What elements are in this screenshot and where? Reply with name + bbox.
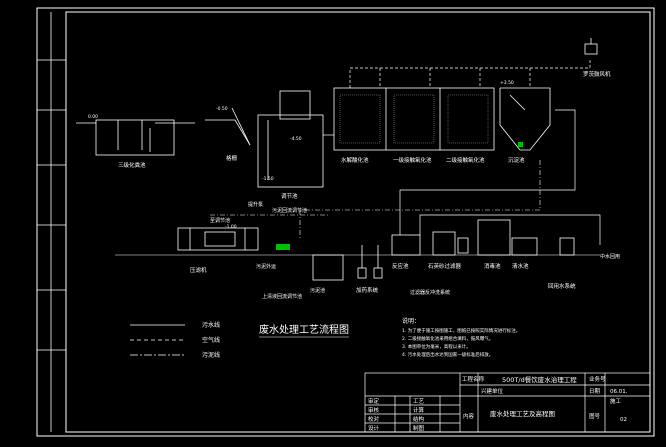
legend-sewage: 污水线	[202, 321, 220, 329]
tb-role-5: 工艺	[413, 398, 425, 405]
reaction-tank	[391, 234, 421, 256]
tb-sheet-label: 图号	[589, 412, 601, 420]
grille	[205, 107, 251, 146]
outer-frame	[36, 7, 655, 437]
sedimentation-label: 沉淀池	[508, 156, 525, 164]
elev-tag-1: 0.00	[88, 114, 98, 120]
regulating-tank-label: 调节池	[281, 192, 298, 200]
sludge-pipeline	[210, 160, 541, 240]
title-block-text: 工程名称 500T/d餐饮废水治理工程 业务号 日期 06.01. 兴建单位 施…	[368, 375, 628, 432]
elev-tag-3: -0.50	[216, 106, 228, 112]
elev-tag-2: -4.50	[290, 136, 302, 142]
filter-press	[177, 227, 259, 251]
tb-design-unit: 兴建单位	[481, 387, 504, 395]
tb-content: 废水处理工艺及高程图	[490, 409, 555, 418]
dosing-system	[357, 245, 383, 279]
legend: 污水线 空气线 污泥线	[130, 321, 220, 359]
hydrolysis-label: 水解酸化池	[341, 156, 369, 164]
dosing-label: 加药系统	[356, 286, 379, 294]
blower-label: 罗茨鼓风机	[583, 70, 611, 78]
lift-pump-label: 提升泵	[248, 201, 263, 208]
sludge-out-label: 污泥外运	[256, 263, 276, 270]
oxidation-1-label: 一级接触氧化池	[393, 156, 432, 164]
media-packing	[339, 94, 489, 144]
septic-tank-label: 三级化粪池	[118, 161, 146, 169]
reuse-system	[559, 237, 575, 256]
supernatant-label: 上清液回流调节池	[262, 293, 302, 300]
sedimentation-tank	[499, 87, 551, 151]
roots-blower	[584, 38, 598, 55]
tb-sheet: 02	[620, 417, 627, 423]
sewage-pipeline	[323, 109, 601, 245]
title-block	[364, 372, 651, 433]
notes-heading: 说明：	[402, 317, 420, 325]
tb-role-1: 审定	[368, 397, 380, 405]
inner-frame	[65, 11, 651, 433]
left-binding-strip	[37, 12, 66, 432]
tb-status: 施工	[610, 397, 622, 405]
tb-date: 06.01.	[610, 389, 628, 395]
legend-air: 空气线	[202, 336, 220, 344]
legend-sludge: 污泥线	[202, 351, 220, 359]
air-pipeline	[349, 60, 591, 88]
tb-project: 500T/d餐饮废水治理工程	[502, 375, 577, 384]
elev-tag-5: +3.50	[500, 80, 514, 86]
tb-drawing-no-label: 业务号	[589, 375, 606, 383]
drawing-title: 废水处理工艺流程图	[259, 323, 349, 336]
notes-line-2: 2. 二级接触氧化池采用组合填料，鼓风曝气。	[402, 335, 493, 342]
tb-role-3: 校对	[368, 415, 380, 423]
tb-content-label: 内容	[463, 412, 475, 420]
oxidation-2-label: 二级接触氧化池	[446, 156, 485, 164]
disinfection-tank	[477, 219, 538, 256]
reuse-label: 回用水系统	[548, 282, 576, 290]
clean-water-label: 清水池	[512, 262, 529, 270]
notes-line-4: 4. 污水处理后出水达到国家一级标准后排放。	[402, 351, 493, 358]
biological-tanks	[333, 87, 495, 151]
reuse-water-label: 中水回用	[600, 253, 620, 260]
septic-tank	[76, 119, 195, 156]
tb-date-label: 日期	[589, 388, 601, 395]
tb-role-2: 审核	[368, 406, 380, 414]
sludge-tank	[312, 254, 344, 281]
sludge-return-label: 污泥回流调节池	[272, 207, 307, 214]
sludge-tank-label: 污泥池	[310, 287, 325, 294]
notes: 说明： 1. 为了便于施工按图施工，图纸已按照实际情况进行标注。 2. 二级接触…	[402, 317, 520, 358]
tb-role-6: 计算	[413, 406, 425, 414]
sand-filter	[432, 231, 469, 256]
tb-role-7: 结构	[413, 415, 425, 423]
filter-press-label: 压滤机	[190, 266, 207, 274]
elev-tag-6: -1.50	[262, 176, 274, 182]
to-regulating-label: 至调节池	[210, 217, 230, 224]
elevation-tags: 0.00 -4.50 -0.50 -1.00 +3.50 -1.50	[88, 80, 514, 230]
reaction-tank-label: 反应池	[392, 262, 409, 270]
grille-label: 格栅	[226, 154, 238, 162]
backwash-label: 过滤器反冲洗系统	[410, 289, 450, 296]
lift-pump	[276, 244, 290, 250]
sludge-pump-marker	[518, 142, 523, 147]
tb-role-8: 制图	[413, 424, 425, 432]
regulating-tank	[257, 90, 324, 188]
sand-filter-label: 石英砂过滤器	[428, 262, 462, 270]
disinfection-label: 消毒池	[484, 262, 501, 270]
notes-line-1: 1. 为了便于施工按图施工，图纸已按照实际情况进行标注。	[402, 327, 520, 334]
notes-line-3: 3. 本图单位为毫米，高程以米计。	[402, 343, 471, 350]
elev-tag-4: -1.00	[225, 224, 237, 230]
tb-project-label: 工程名称	[462, 375, 485, 383]
tb-role-4: 设计	[368, 424, 380, 432]
